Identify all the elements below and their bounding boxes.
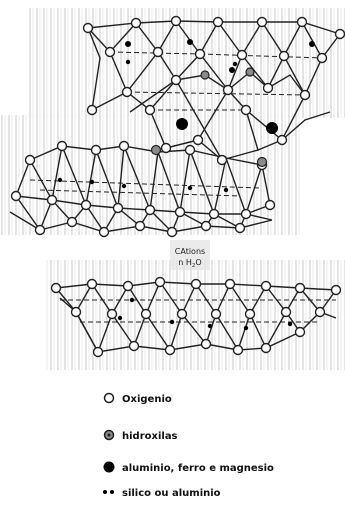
- legend: Oxigenio hidroxilas aluminio, ferro e ma…: [103, 394, 274, 500]
- interlayer-label-line1: CAtions: [175, 247, 205, 256]
- legend-item-hydroxyl: hidroxilas: [105, 431, 178, 443]
- legend-item-oxygen: Oxigenio: [105, 394, 172, 406]
- legend-label-al-fe-mg: aluminio, ferro e magnesio: [122, 463, 274, 474]
- oxygen-symbol-icon: [105, 394, 114, 403]
- legend-label-oxygen: Oxigenio: [122, 394, 172, 405]
- legend-item-si-al: silico ou aluminio: [103, 488, 221, 499]
- legend-label-si-al: silico ou aluminio: [122, 488, 221, 499]
- interlayer-label: CAtions n H2O: [170, 240, 210, 270]
- background-hatch: [0, 8, 345, 370]
- al-fe-mg-symbol-icon: [104, 462, 115, 473]
- legend-label-hydroxyl: hidroxilas: [122, 431, 178, 442]
- legend-item-al-fe-mg: aluminio, ferro e magnesio: [104, 462, 275, 475]
- si-al-symbol-icon: [103, 490, 114, 494]
